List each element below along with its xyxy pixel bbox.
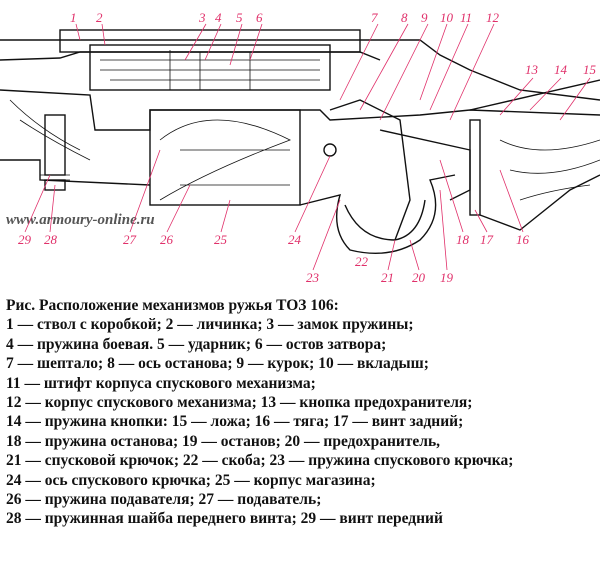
rifle-mechanism-diagram: www.armoury-online.ru 1 2 3 4 5 6 7 8 9 … [0,10,600,285]
caption-line: 26 — пружина подавателя; 27 — подаватель… [6,491,322,509]
caption-line: 28 — пружинная шайба переднего винта; 29… [6,510,443,528]
callout-label: 11 [460,10,472,25]
callout-label: 7 [371,10,378,25]
caption-title: Рис. Расположение механизмов ружья ТОЗ 1… [6,297,339,314]
callout-label: 4 [215,10,222,25]
callout-label: 6 [256,10,263,25]
callout-label: 12 [486,10,500,25]
caption-line: 7 — шептало; 8 — ось останова; 9 — курок… [6,355,429,373]
caption-line: 4 — пружина боевая. 5 — ударник; 6 — ост… [6,335,387,353]
callout-label: 26 [160,232,174,247]
callout-label: 14 [554,62,568,77]
callout-label: 10 [440,10,454,25]
caption-line: 18 — пружина останова; 19 — останов; 20 … [6,432,441,450]
caption-line: 12 — корпус спускового механизма; 13 — к… [6,394,473,412]
callout-label: 13 [525,62,539,77]
callout-labels-bottom: 29 28 27 26 25 24 23 22 21 20 19 18 17 1… [18,232,530,285]
callout-label: 8 [401,10,408,25]
callout-label: 20 [412,270,426,285]
callout-labels-top: 1 2 3 4 5 6 7 8 9 10 11 12 13 14 15 [70,10,597,77]
callout-label: 25 [214,232,228,247]
callout-label: 27 [123,232,137,247]
callout-label: 17 [480,232,494,247]
callout-label: 29 [18,232,32,247]
caption-line: 14 — пружина кнопки: 15 — ложа; 16 — тяг… [6,413,464,431]
callout-label: 19 [440,270,454,285]
callout-label: 5 [236,10,243,25]
callout-label: 23 [306,270,320,285]
callout-label: 1 [70,10,77,25]
caption-line: 11 — штифт корпуса спускового механизма; [6,374,316,392]
figure-caption: Рис. Расположение механизмов ружья ТОЗ 1… [6,296,600,529]
caption-line: 1 — ствол с коробкой; 2 — личинка; 3 — з… [6,316,414,334]
leader-lines [24,23,591,271]
callout-label: 9 [421,10,428,25]
caption-line: 21 — спусковой крючок; 22 — скоба; 23 — … [6,452,514,470]
callout-label: 24 [288,232,302,247]
callout-label: 18 [456,232,470,247]
rifle-drawing [0,29,600,255]
callout-label: 22 [355,254,369,269]
callout-label: 15 [583,62,597,77]
callout-label: 16 [516,232,530,247]
callout-label: 2 [96,10,103,25]
caption-line: 24 — ось спускового крючка; 25 — корпус … [6,471,376,489]
watermark: www.armoury-online.ru [6,212,155,228]
callout-label: 21 [381,270,394,285]
callout-label: 28 [44,232,58,247]
callout-label: 3 [198,10,206,25]
